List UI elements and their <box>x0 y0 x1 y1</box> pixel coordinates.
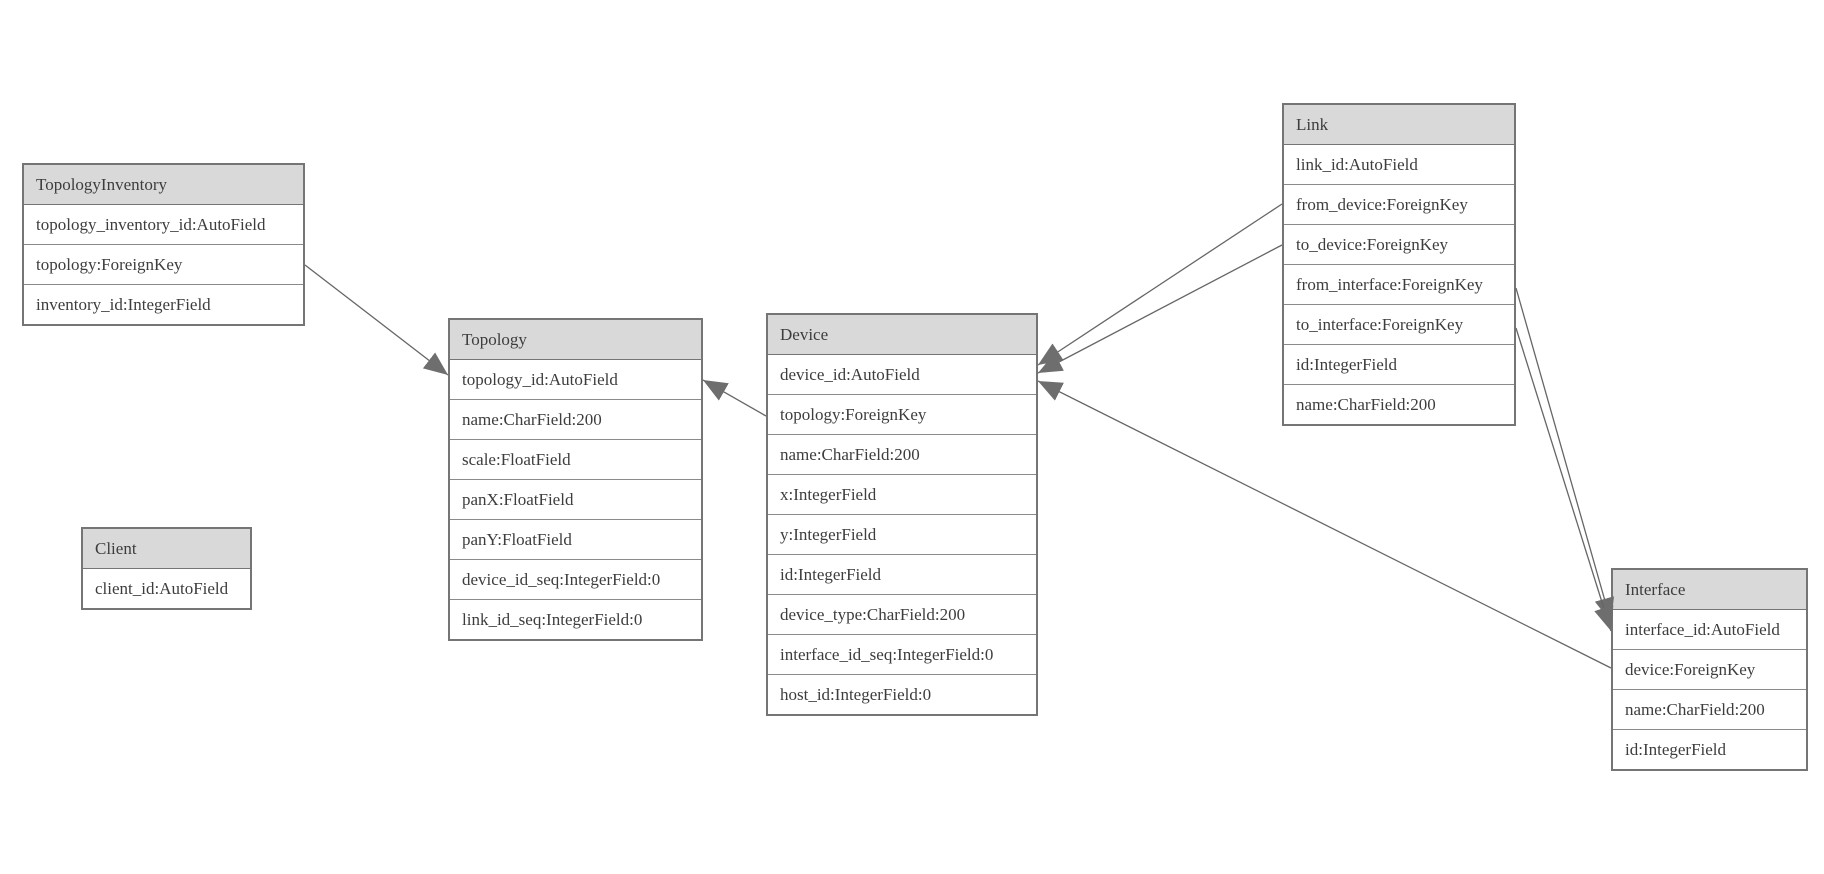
relationship-line <box>1515 287 1615 623</box>
field-row: to_device:ForeignKey <box>1284 225 1514 265</box>
field-row: from_device:ForeignKey <box>1284 185 1514 225</box>
field-row: panX:FloatField <box>450 480 701 520</box>
relationship-line <box>702 379 767 417</box>
field-row: x:IntegerField <box>768 475 1036 515</box>
field-row: to_interface:ForeignKey <box>1284 305 1514 345</box>
relationship-line <box>1037 203 1283 366</box>
field-row: link_id:AutoField <box>1284 145 1514 185</box>
field-row: interface_id_seq:IntegerField:0 <box>768 635 1036 675</box>
field-row: topology_inventory_id:AutoField <box>24 205 303 245</box>
entity-client: Client client_id:AutoField <box>81 527 252 610</box>
relationship-line <box>304 264 449 376</box>
field-row: link_id_seq:IntegerField:0 <box>462 610 643 629</box>
field-row: device_id:AutoField <box>768 355 1036 395</box>
field-row: name:CharField:200 <box>768 435 1036 475</box>
field-row: id:IntegerField <box>768 555 1036 595</box>
field-row: id:IntegerField <box>1625 740 1727 759</box>
field-row: y:IntegerField <box>768 515 1036 555</box>
entity-title: TopologyInventory <box>24 165 303 205</box>
field-row: name:CharField:200 <box>450 400 701 440</box>
entity-title: Link <box>1284 105 1514 145</box>
field-row: inventory_id:IntegerField <box>36 295 211 314</box>
relationship-line <box>1515 327 1614 632</box>
field-row: client_id:AutoField <box>95 579 229 598</box>
field-row: host_id:IntegerField:0 <box>780 685 932 704</box>
relationship-line <box>1037 244 1283 374</box>
field-row: topology:ForeignKey <box>24 245 303 285</box>
field-row: topology_id:AutoField <box>450 360 701 400</box>
field-row: device:ForeignKey <box>1613 650 1806 690</box>
field-row: name:CharField:200 <box>1613 690 1806 730</box>
field-row: scale:FloatField <box>450 440 701 480</box>
field-row: name:CharField:200 <box>1296 395 1436 414</box>
field-row: interface_id:AutoField <box>1613 610 1806 650</box>
field-row: id:IntegerField <box>1284 345 1514 385</box>
field-row: device_id_seq:IntegerField:0 <box>450 560 701 600</box>
field-row: device_type:CharField:200 <box>768 595 1036 635</box>
field-row: panY:FloatField <box>450 520 701 560</box>
field-row: from_interface:ForeignKey <box>1284 265 1514 305</box>
entity-title: Device <box>768 315 1036 355</box>
entity-title: Topology <box>450 320 701 360</box>
entity-title: Client <box>83 529 250 569</box>
field-row: topology:ForeignKey <box>768 395 1036 435</box>
entity-title: Interface <box>1613 570 1806 610</box>
